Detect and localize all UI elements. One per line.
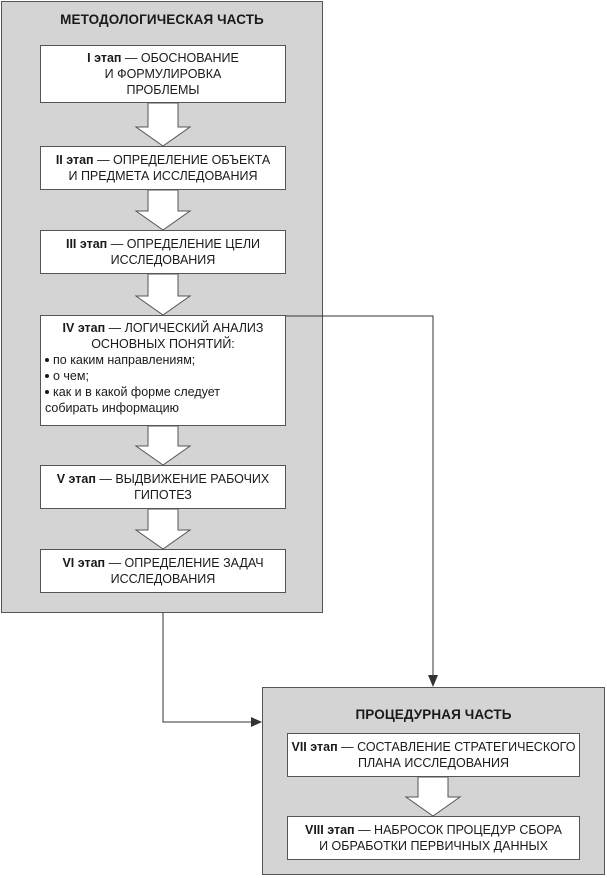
stage-6-number: VI этап	[62, 556, 106, 570]
stage-4-tail-text: собирать информацию	[45, 401, 179, 415]
stage-2-box: II этап — ОПРЕДЕЛЕНИЕ ОБЪЕКТА И ПРЕДМЕТА…	[40, 146, 286, 190]
stage-4-bullet-3-text: как и в какой форме следует	[53, 385, 221, 399]
stage-4-bullet-3: как и в какой форме следует	[41, 384, 285, 400]
stage-3-text-line-2: ИССЛЕДОВАНИЯ	[110, 253, 216, 267]
stage-4-bullet-1-text: по каким направлениям;	[53, 353, 196, 367]
stage-4-bullet-2: о чем;	[41, 368, 285, 384]
stage-4-bullet-2-text: о чем;	[53, 369, 89, 383]
bullet-dot-icon	[45, 373, 49, 378]
procedural-title: ПРОЦЕДУРНАЯ ЧАСТЬ	[355, 707, 512, 722]
stage-5-text-line-1: — ВЫДВИЖЕНИЕ РАБОЧИХ	[99, 472, 270, 486]
stage-7-text-line-2: ПЛАНА ИССЛЕДОВАНИЯ	[357, 756, 509, 770]
stage-5-text-line-2: ГИПОТЕЗ	[134, 488, 192, 502]
connector-line	[162, 613, 252, 723]
down-arrow-icon	[404, 776, 462, 817]
stage-2-number: II этап	[55, 153, 94, 167]
stage-1-text-line-1: — ОБОСНОВАНИЕ	[124, 51, 239, 65]
bullet-dot-icon	[45, 389, 49, 394]
down-arrow-icon	[134, 273, 192, 316]
stage-6-box: VI этап — ОПРЕДЕЛЕНИЕ ЗАДАЧ ИССЛЕДОВАНИЯ	[40, 549, 286, 593]
stage-7-box: VII этап — СОСТАВЛЕНИЕ СТРАТЕГИЧЕСКОГО П…	[287, 733, 580, 777]
down-arrow-icon	[134, 508, 192, 550]
stage-7-text-line-1: — СОСТАВЛЕНИЕ СТРАТЕГИЧЕСКОГО	[341, 740, 576, 754]
stage-4-number: IV этап	[62, 321, 106, 335]
down-arrow-icon	[134, 102, 192, 147]
bullet-dot-icon	[45, 357, 49, 362]
methodological-title: МЕТОДОЛОГИЧЕСКАЯ ЧАСТЬ	[60, 12, 264, 27]
stage-6-text-line-2: ИССЛЕДОВАНИЯ	[110, 572, 216, 586]
stage-5-number: V этап	[56, 472, 96, 486]
stage-8-text-line-1: — НАБРОСОК ПРОЦЕДУР СБОРА	[358, 823, 562, 837]
stage-4-bullet-1: по каким направлениям;	[41, 352, 285, 368]
stage-3-number: III этап	[65, 237, 108, 251]
connector-line	[286, 315, 434, 676]
stage-8-box: VIII этап — НАБРОСОК ПРОЦЕДУР СБОРА И ОБ…	[287, 816, 580, 860]
stage-4-text-line-1: — ЛОГИЧЕСКИЙ АНАЛИЗ	[108, 321, 264, 335]
stage-3-text-line-1: — ОПРЕДЕЛЕНИЕ ЦЕЛИ	[110, 237, 261, 251]
stage-1-number: I этап	[87, 51, 122, 65]
down-arrow-icon	[134, 189, 192, 231]
stage-2-text-line-1: — ОПРЕДЕЛЕНИЕ ОБЪЕКТА	[97, 153, 271, 167]
stage-8-number: VIII этап	[305, 823, 355, 837]
down-arrow-icon	[134, 425, 192, 466]
stage-5-box: V этап — ВЫДВИЖЕНИЕ РАБОЧИХ ГИПОТЕЗ	[40, 465, 286, 509]
stage-1-box: I этап — ОБОСНОВАНИЕ И ФОРМУЛИРОВКА ПРОБ…	[40, 45, 286, 103]
stage-6-text-line-1: — ОПРЕДЕЛЕНИЕ ЗАДАЧ	[108, 556, 264, 570]
stage-8-text-line-2: И ОБРАБОТКИ ПЕРВИЧНЫХ ДАННЫХ	[319, 839, 548, 853]
stage-7-number: VII этап	[291, 740, 338, 754]
stage-1-text-line-2: И ФОРМУЛИРОВКА	[104, 67, 222, 81]
arrowhead-right-icon	[251, 717, 262, 727]
stage-4-text-line-2: ОСНОВНЫХ ПОНЯТИЙ:	[91, 337, 235, 351]
arrowhead-down-icon	[428, 675, 438, 687]
stage-2-text-line-2: И ПРЕДМЕТА ИССЛЕДОВАНИЯ	[68, 169, 258, 183]
stage-1-text-line-3: ПРОБЛЕМЫ	[126, 83, 200, 97]
